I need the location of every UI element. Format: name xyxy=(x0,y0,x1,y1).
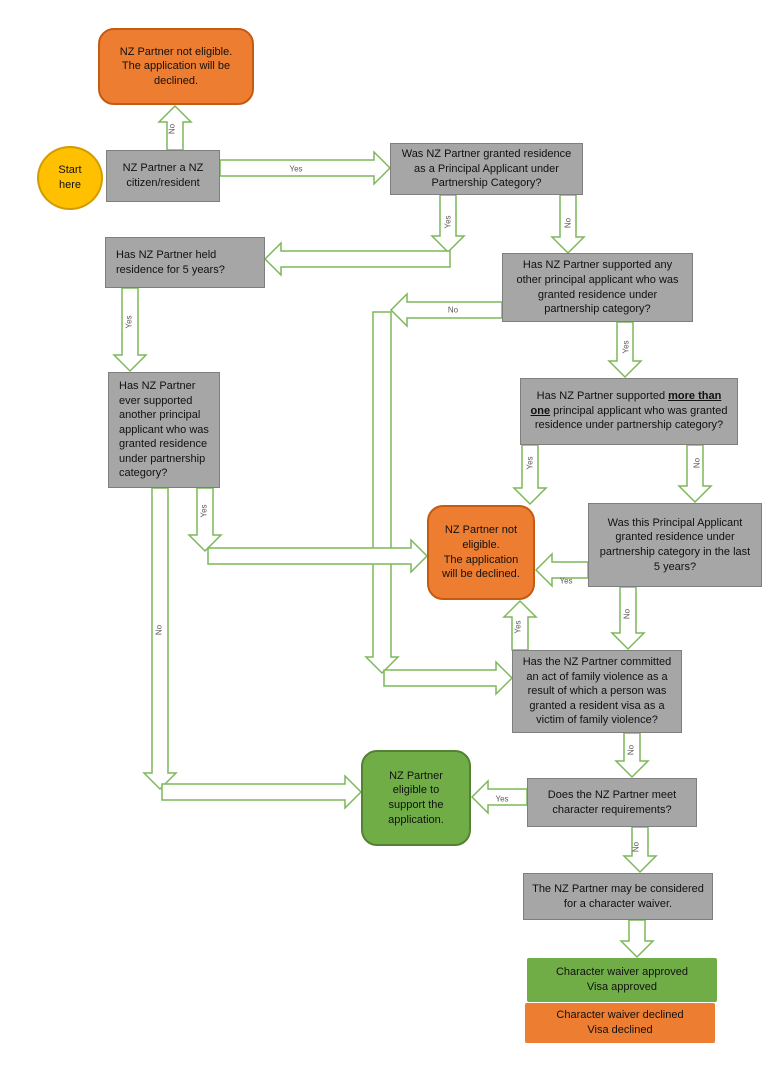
flow-arrow xyxy=(610,586,646,651)
edge-label-more-yes: Yes xyxy=(525,456,535,470)
not-eligible-top-label: NZ Partner not eligible. The application… xyxy=(119,45,233,87)
flow-arrow xyxy=(512,444,548,506)
flow-arrow xyxy=(607,321,643,379)
edge-label-character-yes: Yes xyxy=(495,794,509,804)
held-residence-label: Has NZ Partner held residence for 5 year… xyxy=(116,248,225,276)
last-5-years-label: Was this Principal Applicant granted res… xyxy=(599,516,751,573)
not-eligible-top-node: NZ Partner not eligible. The application… xyxy=(98,28,254,105)
flow-arrow xyxy=(219,150,392,186)
edge-label-citizen-yes: Yes xyxy=(289,164,303,174)
ever-supported-label: Has NZ Partner ever supported another pr… xyxy=(119,380,209,480)
flow-arrow xyxy=(389,292,503,328)
flow-arrow xyxy=(263,241,451,277)
edge-label-character-no: No xyxy=(631,841,641,853)
family-violence-node: Has the NZ Partner committed an act of f… xyxy=(512,650,682,733)
flow-arrow xyxy=(112,287,148,373)
held-residence-node: Has NZ Partner held residence for 5 year… xyxy=(105,237,265,288)
waiver-approved-label: Character waiver approved Visa approved xyxy=(555,966,689,993)
edge-label-more-no: No xyxy=(692,457,702,469)
flow-arrow xyxy=(364,311,400,675)
supported-any-label: Has NZ Partner supported any other princ… xyxy=(516,259,679,316)
flow-arrow xyxy=(207,538,429,574)
flow-arrow xyxy=(614,732,650,779)
eligible-label: NZ Partner eligible to support the appli… xyxy=(388,769,444,826)
flow-arrow xyxy=(157,104,193,151)
flow-arrow xyxy=(383,660,514,696)
more-than-one-emphasis: more than one xyxy=(530,390,722,417)
edge-label-last5-no: No xyxy=(622,608,632,620)
more-than-one-prefix: Has NZ Partner supported xyxy=(536,390,669,402)
granted-residence-label: Was NZ Partner granted residence as a Pr… xyxy=(401,148,572,190)
character-node: Does the NZ Partner meet character requi… xyxy=(527,778,697,827)
edge-label-ever-no: No xyxy=(154,624,164,636)
edge-label-supported-any-yes: Yes xyxy=(621,340,631,354)
flow-arrow xyxy=(622,826,658,874)
flow-arrow xyxy=(161,774,363,810)
edge-label-supported-any-no: No xyxy=(447,305,459,315)
not-eligible-mid-node: NZ Partner not eligible. The application… xyxy=(427,505,535,600)
edge-label-violence-no: No xyxy=(626,744,636,756)
flow-arrow xyxy=(677,444,713,504)
flow-arrow xyxy=(550,194,586,255)
character-label: Does the NZ Partner meet character requi… xyxy=(547,788,677,816)
edge-label-held-yes: Yes xyxy=(124,315,134,329)
flow-arrow xyxy=(142,487,178,791)
citizen-check-label: NZ Partner a NZ citizen/resident xyxy=(122,162,204,189)
waiver-approved-node: Character waiver approved Visa approved xyxy=(527,958,717,1002)
start-label: Start here xyxy=(58,164,82,191)
eligible-node: NZ Partner eligible to support the appli… xyxy=(361,750,471,846)
waiver-declined-label: Character waiver declined Visa declined xyxy=(556,1009,684,1036)
more-than-one-suffix: principal applicant who was granted resi… xyxy=(534,404,728,432)
flow-arrow xyxy=(470,779,528,815)
ever-supported-node: Has NZ Partner ever supported another pr… xyxy=(108,372,220,488)
citizen-check-node: NZ Partner a NZ citizen/resident xyxy=(106,150,220,202)
flow-arrow xyxy=(430,194,466,254)
edge-label-violence-yes: Yes xyxy=(513,620,523,634)
waiver-declined-node: Character waiver declined Visa declined xyxy=(525,1003,715,1043)
edge-label-citizen-no: No xyxy=(167,123,177,135)
character-waiver-label: The NZ Partner may be considered for a c… xyxy=(532,882,704,910)
edge-label-ever-yes: Yes xyxy=(199,504,209,518)
family-violence-label: Has the NZ Partner committed an act of f… xyxy=(522,656,672,727)
not-eligible-mid-label: NZ Partner not eligible. The application… xyxy=(442,524,520,581)
start-node: Start here xyxy=(37,146,103,210)
last-5-years-node: Was this Principal Applicant granted res… xyxy=(588,503,762,587)
flow-arrow xyxy=(619,919,655,959)
more-than-one-node: Has NZ Partner supported more than one p… xyxy=(520,378,738,445)
character-waiver-node: The NZ Partner may be considered for a c… xyxy=(523,873,713,920)
granted-residence-node: Was NZ Partner granted residence as a Pr… xyxy=(390,143,583,195)
edge-label-last5-yes: Yes xyxy=(559,576,573,586)
edge-label-granted-yes: Yes xyxy=(443,215,453,229)
flow-arrow xyxy=(534,552,589,588)
edge-label-granted-no: No xyxy=(563,217,573,229)
flow-arrow xyxy=(187,487,223,553)
flow-arrow xyxy=(502,599,538,651)
supported-any-node: Has NZ Partner supported any other princ… xyxy=(502,253,693,322)
